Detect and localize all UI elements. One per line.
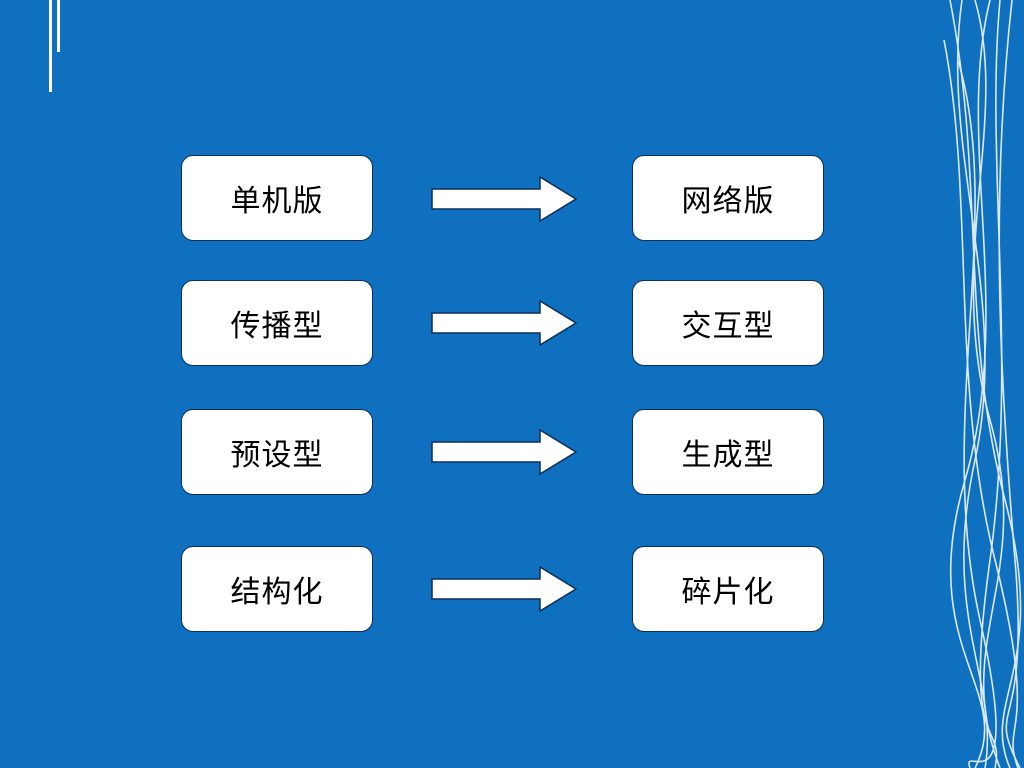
box-preset-type: 预设型 [181,409,373,495]
box-interactive-type: 交互型 [632,280,824,366]
box-generative-type: 生成型 [632,409,824,495]
box-structured: 结构化 [181,546,373,632]
box-broadcast-type: 传播型 [181,280,373,366]
box-networked: 网络版 [632,155,824,241]
box-standalone: 单机版 [181,155,373,241]
arrow-right [431,565,578,613]
arrow-right [431,175,578,223]
arrow-right [431,299,578,347]
top-left-decoration [49,0,60,92]
arrow-right [431,428,578,476]
box-fragmented: 碎片化 [632,546,824,632]
